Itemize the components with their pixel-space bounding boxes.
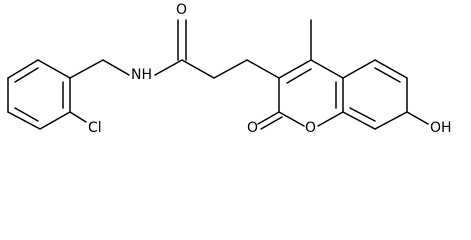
label-layer: O NH Cl O O OH: [88, 2, 452, 136]
bond-chain-3: [246, 59, 280, 79]
molecule-diagram: O NH Cl O O OH: [7, 2, 452, 136]
bond-ch2-n: [102, 59, 130, 76]
bond-coumarin-1: [278, 59, 312, 79]
bond-lactone-o-1: [257, 111, 280, 125]
bond-ring-b-1: [342, 59, 376, 79]
bond-ring-b-2: [374, 59, 408, 79]
bond-coumarin-double-1: [286, 68, 312, 84]
atom-label-amide-oxygen: O: [176, 2, 187, 18]
atom-label-lactone-oxygen: O: [247, 120, 258, 136]
atom-label-chlorine: Cl: [88, 120, 102, 136]
bond-ring-b-5: [342, 111, 376, 130]
bond-ring-a-3: [39, 111, 71, 130]
bond-coumarin-5: [278, 111, 305, 127]
bond-ring-a-double-1: [14, 67, 39, 83]
bond-lactone-o-2: [260, 116, 283, 130]
bond-ring-a-double-3: [14, 107, 39, 122]
bond-c-cl: [69, 111, 87, 123]
bond-ring-b-4: [374, 111, 408, 130]
bond-coumarin-4: [317, 111, 344, 127]
bond-layer: [7, 19, 429, 130]
atom-label-amide-nitrogen: NH: [131, 67, 152, 83]
bond-coumarin-2: [310, 59, 344, 79]
bond-ring-a-1: [37, 59, 71, 79]
bond-n-carbonyl: [154, 59, 183, 76]
atom-label-hydroxyl: OH: [430, 120, 452, 136]
structure-canvas: O NH Cl O O OH: [7, 2, 452, 136]
bond-chain-1: [181, 59, 215, 79]
bond-ring-b-double-1: [374, 67, 401, 83]
bond-ring-a-6: [7, 59, 39, 79]
bond-c-oh: [406, 111, 429, 125]
bond-chain-2: [213, 59, 248, 79]
atom-label-ring-oxygen: O: [305, 120, 316, 136]
bond-ring-a-4: [7, 111, 41, 130]
bond-ring-ch2: [69, 59, 104, 79]
bond-ring-b-double-2: [349, 107, 376, 122]
